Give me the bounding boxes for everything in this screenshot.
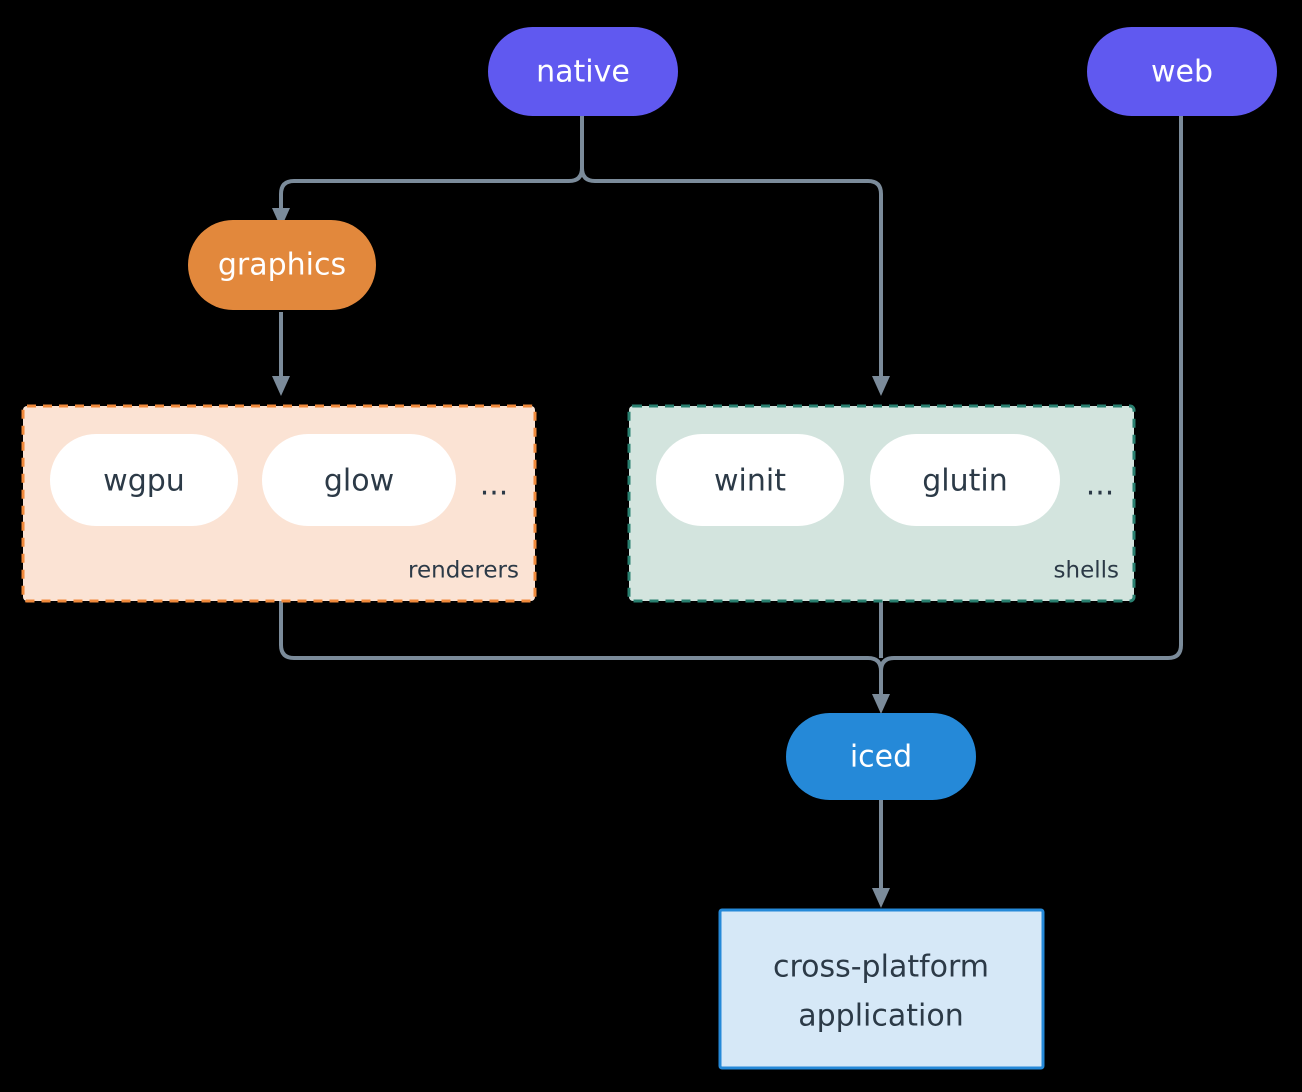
renderers-group-caption: renderers <box>408 558 519 584</box>
edge-native-to-graphics <box>279 179 569 212</box>
shell-item-winit-label: winit <box>714 464 786 499</box>
shells-group-caption: shells <box>1054 558 1119 584</box>
node-application[interactable]: cross-platform application <box>718 908 1045 1070</box>
renderer-item-glow[interactable] <box>262 434 456 526</box>
node-web[interactable]: web <box>1087 27 1277 116</box>
arrowhead-iced-application <box>872 888 890 908</box>
shell-item-winit[interactable] <box>656 434 844 526</box>
node-application-label-line-1: cross-platform <box>773 950 989 985</box>
group-shells: winit glutin ... shells <box>627 404 1136 603</box>
renderer-item-glow-label: glow <box>324 464 394 499</box>
edge-bus-to-iced-right <box>879 656 895 672</box>
shells-overflow-ellipsis: ... <box>1086 468 1115 503</box>
edge-bus-to-iced <box>867 656 883 696</box>
node-web-label: web <box>1151 55 1213 90</box>
node-iced-shape[interactable] <box>786 713 976 800</box>
group-renderers: wgpu glow ... renderers <box>21 404 537 603</box>
edge-native-to-shells <box>595 179 883 378</box>
shell-item-glutin[interactable] <box>870 434 1060 526</box>
node-application-label-line-2: application <box>798 999 963 1034</box>
node-application-shape[interactable] <box>718 908 1045 1070</box>
node-graphics-label: graphics <box>218 248 346 283</box>
edge-web-to-iced <box>894 116 1183 660</box>
renderer-item-wgpu-label: wgpu <box>103 464 185 499</box>
arrowhead-native-shells <box>872 376 890 396</box>
shell-item-glutin-label: glutin <box>922 464 1008 499</box>
edge-layer <box>272 116 1183 908</box>
renderer-item-wgpu[interactable] <box>50 434 238 526</box>
edge-native-bus-left <box>568 167 584 183</box>
node-graphics[interactable]: graphics <box>188 220 376 310</box>
node-native[interactable]: native <box>488 27 678 116</box>
node-web-shape[interactable] <box>1087 27 1277 116</box>
edge-renderers-to-iced <box>279 601 868 660</box>
node-graphics-shape[interactable] <box>188 220 376 310</box>
node-native-shape[interactable] <box>488 27 678 116</box>
arrowhead-bus-iced <box>872 694 890 714</box>
node-native-label: native <box>536 55 630 90</box>
node-iced-label: iced <box>850 740 912 775</box>
arrowhead-native-graphics <box>272 208 290 228</box>
edge-native-bus <box>580 116 596 183</box>
renderers-overflow-ellipsis: ... <box>480 468 509 503</box>
arrowhead-graphics-renderers <box>272 376 290 396</box>
node-iced[interactable]: iced <box>786 713 976 800</box>
